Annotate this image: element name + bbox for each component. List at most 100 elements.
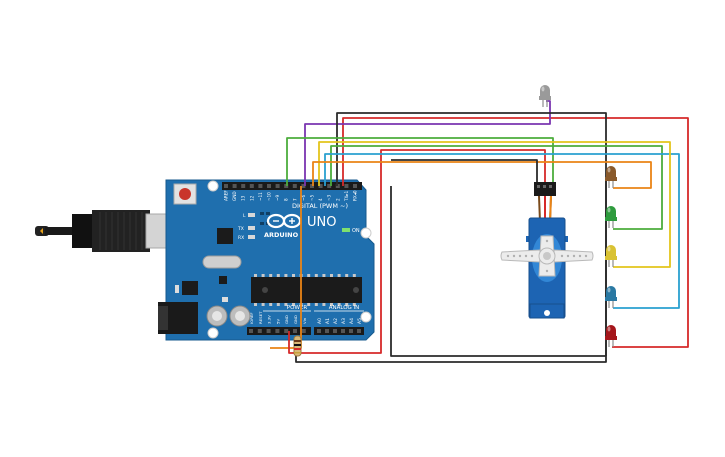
servo-connector — [534, 182, 556, 196]
top-pin-label: RX◂0 — [353, 190, 358, 201]
top-pin-label: GND — [232, 191, 237, 201]
servo-shaft — [543, 252, 551, 260]
led-dome — [606, 206, 616, 218]
chip-notch — [262, 287, 268, 293]
onboard-leds: L TX RX — [237, 213, 255, 241]
digital-pin-socket[interactable] — [232, 184, 237, 188]
small-component — [219, 276, 227, 284]
wire-red-servo[interactable] — [288, 149, 546, 354]
wire-green-led[interactable] — [330, 145, 663, 230]
led-label-rx: RX — [238, 235, 244, 241]
analog-pin-label: A1 — [325, 318, 331, 324]
servo-mount-hole — [544, 310, 550, 316]
power-pin-label: GND — [284, 315, 289, 324]
top-pin-label: TX▸1 — [344, 190, 349, 202]
cable-strain-relief — [72, 214, 94, 248]
mounting-hole — [360, 311, 372, 323]
digital-header[interactable] — [222, 182, 362, 190]
bottom-pin-sockets — [249, 329, 361, 333]
analog-header[interactable] — [314, 327, 364, 335]
analog-pin-socket[interactable] — [333, 329, 337, 333]
analog-pin-label: A2 — [333, 318, 339, 324]
top-pin-label: 8 — [284, 198, 289, 201]
mounting-hole — [360, 227, 372, 239]
power-jack-front — [158, 306, 168, 330]
wire-purple[interactable] — [304, 100, 551, 186]
led-brown[interactable] — [605, 166, 617, 188]
power-pin-socket[interactable] — [301, 329, 306, 333]
digital-pin-socket[interactable] — [301, 184, 306, 188]
usb-plug-body — [92, 210, 150, 252]
digital-pin-socket[interactable] — [224, 184, 228, 188]
power-on-led — [342, 228, 350, 232]
led-dome — [606, 325, 616, 337]
wire-green-servo[interactable] — [286, 137, 554, 186]
analog-pin-socket[interactable] — [349, 329, 353, 333]
analog-pin-socket[interactable] — [357, 329, 361, 333]
top-pin-label: ~11 — [258, 192, 263, 201]
capacitor-top — [235, 311, 245, 321]
wires — [270, 100, 689, 363]
digital-pin-socket[interactable] — [310, 184, 314, 188]
power-pin-socket[interactable] — [257, 329, 262, 333]
digital-pin-socket[interactable] — [292, 184, 297, 188]
led-dome — [540, 85, 550, 97]
wire-cyan-led[interactable] — [324, 153, 680, 309]
top-pin-label: 2 — [335, 198, 340, 201]
servo-motor[interactable] — [500, 182, 594, 319]
power-pin-socket[interactable] — [266, 329, 271, 333]
top-pin-label: ~9 — [275, 194, 280, 201]
top-pin-label: ~6 — [301, 194, 306, 201]
digital-pin-socket[interactable] — [275, 184, 280, 188]
reset-button[interactable] — [179, 188, 191, 200]
led-yellow[interactable] — [605, 245, 617, 267]
resistor[interactable] — [293, 335, 302, 357]
digital-pin-socket[interactable] — [249, 184, 254, 188]
power-pin-label: 3.3V — [267, 315, 272, 324]
wire-black-servo[interactable] — [390, 159, 606, 357]
digital-pin-socket[interactable] — [344, 184, 349, 188]
wire-red-led[interactable] — [342, 117, 689, 348]
led-blue[interactable] — [605, 286, 617, 308]
digital-pin-socket[interactable] — [318, 184, 323, 188]
analog-pin-socket[interactable] — [341, 329, 345, 333]
analog-pin-socket[interactable] — [325, 329, 329, 333]
chip-notch — [353, 287, 359, 293]
digital-pin-socket[interactable] — [267, 184, 271, 188]
smd-part — [175, 285, 179, 293]
digital-pin-socket[interactable] — [327, 184, 332, 188]
wire-orange-led[interactable] — [312, 161, 652, 189]
power-pin-label: RESET — [258, 311, 263, 324]
digital-pin-socket[interactable] — [353, 184, 357, 188]
mounting-hole — [207, 327, 219, 339]
board-brand-label: ARDUINO — [264, 231, 299, 239]
atmega-chip — [251, 277, 362, 303]
led-dome — [606, 166, 616, 178]
top-pin-label: 13 — [241, 195, 246, 201]
led-green[interactable] — [605, 206, 617, 228]
digital-pin-socket[interactable] — [258, 184, 263, 188]
usb-chip — [217, 228, 233, 244]
analog-pin-socket[interactable] — [317, 329, 321, 333]
board-model-label: UNO — [307, 215, 336, 230]
power-pin-socket[interactable] — [284, 329, 289, 333]
led-grey[interactable] — [539, 85, 551, 107]
power-pin-socket[interactable] — [293, 329, 297, 333]
voltage-regulator — [182, 281, 198, 295]
analog-label: ANALOG IN — [329, 305, 360, 311]
led-dome — [606, 286, 616, 298]
analog-pin-label: A4 — [349, 318, 355, 324]
digital-pin-socket[interactable] — [241, 184, 246, 188]
wire-yellow-led[interactable] — [318, 141, 671, 268]
top-pin-label: ~3 — [327, 194, 332, 201]
power-pin-socket[interactable] — [249, 329, 253, 333]
power-pin-socket[interactable] — [275, 329, 280, 333]
led-dome — [606, 245, 616, 257]
analog-pin-label: A3 — [341, 318, 347, 324]
led-red[interactable] — [605, 325, 617, 347]
